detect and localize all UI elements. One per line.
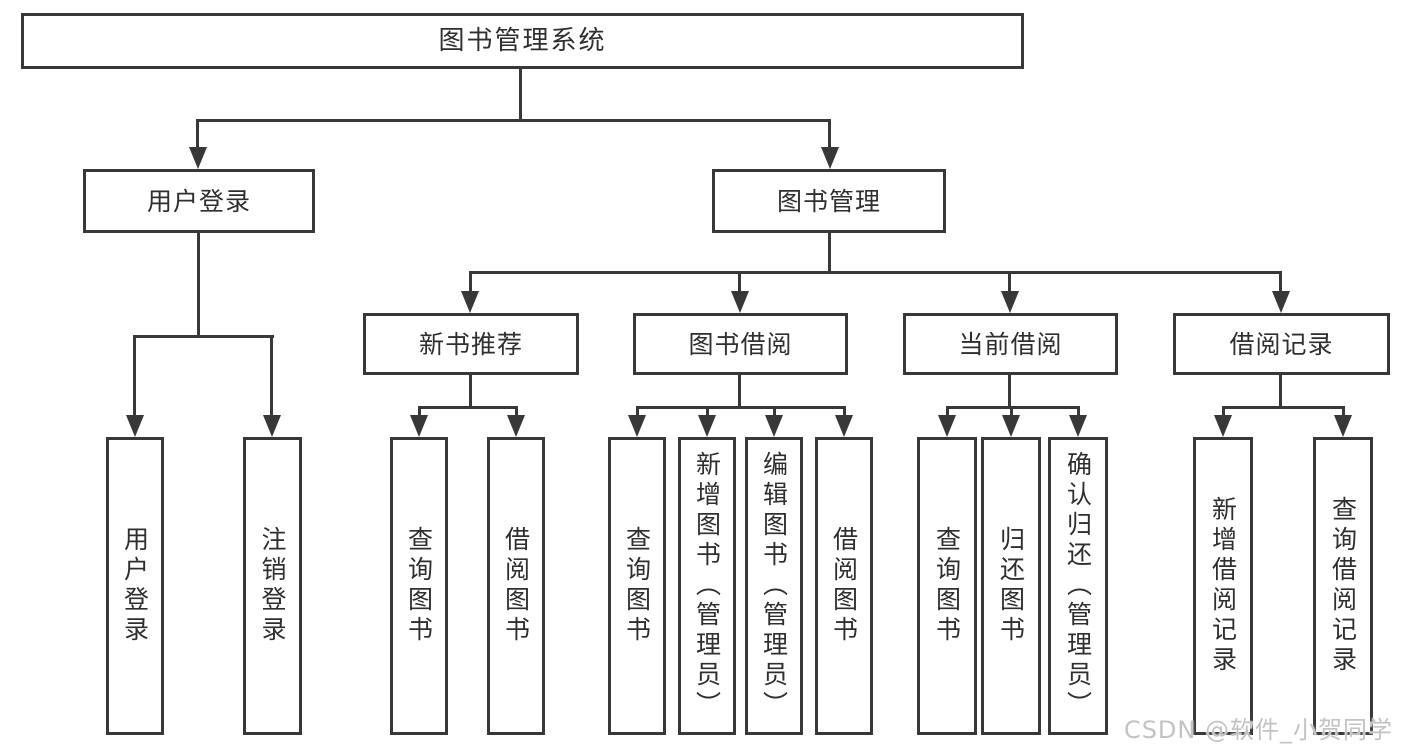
node-label: 查询图书 (404, 526, 434, 646)
connector-line (1342, 406, 1345, 418)
node-label: 查询借阅记录 (1328, 496, 1358, 676)
node-label: 新增图书（管理员） (692, 451, 722, 721)
arrow-down-icon (821, 147, 839, 169)
connector-line (828, 233, 831, 272)
connector-line (706, 406, 709, 418)
connector-line (738, 272, 741, 294)
node-user-login: 用户登录 (83, 169, 315, 233)
connector-line (1077, 406, 1080, 418)
node-book-management: 图书管理 (712, 169, 946, 233)
arrow-down-icon (461, 291, 479, 313)
node-query-books-borrowing: 查询图书 (608, 437, 666, 735)
connector-line (519, 69, 522, 120)
arrow-down-icon (698, 415, 716, 437)
node-query-borrow-record: 查询借阅记录 (1313, 437, 1373, 735)
arrow-down-icon (765, 415, 783, 437)
node-label: 确认归还（管理员） (1063, 451, 1093, 721)
node-query-books-current: 查询图书 (917, 437, 977, 735)
node-label: 用户登录 (146, 186, 251, 216)
node-book-borrowing: 图书借阅 (633, 313, 848, 375)
node-label: 借阅图书 (501, 526, 531, 646)
node-add-borrow-record: 新增借阅记录 (1193, 437, 1253, 735)
node-label: 新书推荐 (418, 329, 523, 359)
arrow-down-icon (835, 415, 853, 437)
connector-line (636, 406, 639, 418)
node-label: 用户登录 (120, 526, 150, 646)
node-query-books-recommend: 查询图书 (390, 437, 448, 735)
node-label: 图书借阅 (688, 329, 793, 359)
node-label: 图书管理 (776, 186, 881, 216)
connector-line (1008, 375, 1011, 407)
arrow-down-icon (1272, 291, 1290, 313)
node-return-books: 归还图书 (981, 437, 1041, 735)
connector-line (196, 119, 199, 150)
node-user-login-leaf: 用户登录 (106, 437, 164, 735)
connector-line (133, 335, 136, 417)
node-current-borrowing: 当前借阅 (903, 313, 1118, 375)
connector-line (1222, 406, 1225, 418)
arrow-down-icon (507, 415, 525, 437)
node-edit-book-admin: 编辑图书（管理员） (745, 437, 803, 735)
connector-line (1010, 406, 1013, 418)
connector-line (469, 375, 472, 407)
connector-line (738, 375, 741, 407)
connector-line (469, 272, 472, 294)
arrow-down-icon (731, 291, 749, 313)
node-logout: 注销登录 (243, 437, 302, 735)
node-label: 当前借阅 (958, 329, 1063, 359)
arrow-down-icon (938, 415, 956, 437)
connector-line (418, 406, 518, 409)
node-confirm-return-admin: 确认归还（管理员） (1048, 437, 1108, 735)
arrow-down-icon (189, 147, 207, 169)
node-label: 借阅记录 (1229, 329, 1334, 359)
connector-line (843, 406, 846, 418)
connector-line (1279, 272, 1282, 294)
node-borrowing-records: 借阅记录 (1173, 313, 1390, 375)
node-label: 图书管理系统 (438, 26, 607, 56)
arrow-down-icon (1002, 415, 1020, 437)
arrow-down-icon (1001, 291, 1019, 313)
connector-line (946, 406, 949, 418)
connector-line (515, 406, 518, 418)
node-add-book-admin: 新增图书（管理员） (678, 437, 736, 735)
arrow-down-icon (1334, 415, 1352, 437)
arrow-down-icon (126, 415, 144, 437)
arrow-down-icon (1214, 415, 1232, 437)
arrow-down-icon (628, 415, 646, 437)
node-label: 归还图书 (996, 526, 1026, 646)
arrow-down-icon (410, 415, 428, 437)
connector-line (270, 335, 273, 417)
node-borrow-books-recommend: 借阅图书 (487, 437, 545, 735)
arrow-down-icon (1069, 415, 1087, 437)
node-library-management-system: 图书管理系统 (21, 13, 1024, 69)
node-label: 查询图书 (622, 526, 652, 646)
connector-line (418, 406, 421, 418)
connector-line (197, 119, 831, 122)
connector-line (197, 233, 200, 336)
connector-line (133, 335, 274, 338)
node-label: 编辑图书（管理员） (759, 451, 789, 721)
connector-line (636, 406, 845, 409)
node-new-book-recommend: 新书推荐 (363, 313, 579, 375)
node-label: 查询图书 (932, 526, 962, 646)
connector-line (828, 119, 831, 150)
node-borrow-books: 借阅图书 (815, 437, 873, 735)
connector-line (773, 406, 776, 418)
connector-line (1008, 272, 1011, 294)
node-label: 注销登录 (258, 526, 287, 646)
node-label: 新增借阅记录 (1208, 496, 1238, 676)
watermark: CSDN @软件_小贺同学 (1123, 716, 1393, 744)
node-label: 借阅图书 (829, 526, 859, 646)
connector-line (1222, 406, 1344, 409)
arrow-down-icon (263, 415, 281, 437)
connector-line (1279, 375, 1282, 407)
connector-line (469, 271, 1282, 274)
